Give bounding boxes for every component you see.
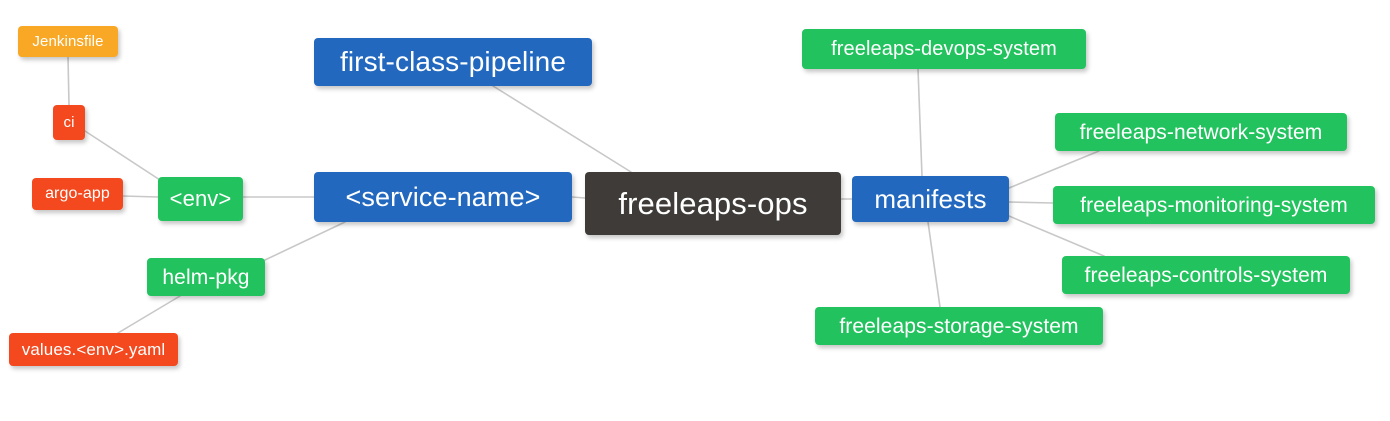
node-label-first-class-pipeline: first-class-pipeline: [339, 46, 567, 77]
edge-manifests-to-freeleaps-devops-system: [917, 68, 923, 177]
node-manifests[interactable]: manifests: [852, 176, 1009, 222]
node-argo-app[interactable]: argo-app: [32, 178, 123, 210]
node-label-argo-app: argo-app: [45, 185, 110, 202]
node-label-service-name: <service-name>: [345, 181, 541, 212]
node-freeleaps-devops-system[interactable]: freeleaps-devops-system: [802, 29, 1086, 69]
node-freeleaps-monitoring-system[interactable]: freeleaps-monitoring-system: [1053, 186, 1375, 224]
edge-argo-app-to-env: [122, 195, 159, 198]
node-label-freeleaps-storage-system: freeleaps-storage-system: [839, 314, 1079, 338]
node-service-name[interactable]: <service-name>: [314, 172, 572, 222]
edge-service-name-to-freeleaps-ops: [571, 196, 586, 199]
node-label-helm-pkg: helm-pkg: [162, 265, 250, 289]
edge-ci-to-env: [84, 130, 161, 181]
node-ci[interactable]: ci: [53, 105, 85, 140]
edge-values-yaml-to-helm-pkg: [117, 295, 181, 334]
edge-manifests-to-freeleaps-storage-system: [927, 221, 941, 308]
node-freeleaps-network-system[interactable]: freeleaps-network-system: [1055, 113, 1347, 151]
node-label-env: <env>: [169, 186, 232, 211]
node-label-manifests: manifests: [874, 184, 987, 214]
node-label-jenkinsfile: Jenkinsfile: [32, 33, 104, 50]
node-label-ci: ci: [63, 114, 75, 131]
node-freeleaps-ops[interactable]: freeleaps-ops: [585, 172, 841, 235]
node-helm-pkg[interactable]: helm-pkg: [147, 258, 265, 296]
edge-helm-pkg-to-service-name: [264, 221, 346, 261]
node-label-values-yaml: values.<env>.yaml: [21, 340, 166, 359]
node-label-freeleaps-controls-system: freeleaps-controls-system: [1084, 263, 1328, 287]
node-env[interactable]: <env>: [158, 177, 243, 221]
node-values-yaml[interactable]: values.<env>.yaml: [9, 333, 178, 366]
node-jenkinsfile[interactable]: Jenkinsfile: [18, 26, 118, 57]
edge-manifests-to-freeleaps-network-system: [1008, 150, 1100, 189]
node-label-freeleaps-devops-system: freeleaps-devops-system: [831, 38, 1057, 60]
node-label-freeleaps-ops: freeleaps-ops: [618, 186, 808, 221]
edge-jenkinsfile-to-ci: [67, 56, 70, 106]
node-label-freeleaps-monitoring-system: freeleaps-monitoring-system: [1080, 193, 1348, 217]
edge-first-class-pipeline-to-freeleaps-ops: [492, 85, 632, 173]
node-freeleaps-storage-system[interactable]: freeleaps-storage-system: [815, 307, 1103, 345]
node-first-class-pipeline[interactable]: first-class-pipeline: [314, 38, 592, 86]
edge-manifests-to-freeleaps-monitoring-system: [1008, 201, 1054, 204]
node-freeleaps-controls-system[interactable]: freeleaps-controls-system: [1062, 256, 1350, 294]
node-label-freeleaps-network-system: freeleaps-network-system: [1079, 120, 1323, 144]
